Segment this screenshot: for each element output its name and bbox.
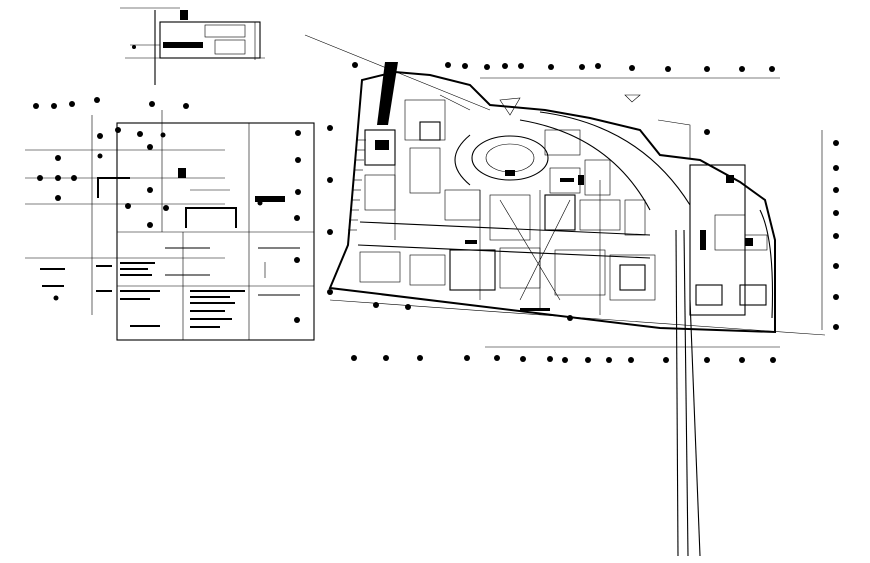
main-floor-plan	[304, 34, 839, 557]
detail-inset	[120, 7, 265, 85]
legend-schedule-sheet	[25, 97, 333, 341]
